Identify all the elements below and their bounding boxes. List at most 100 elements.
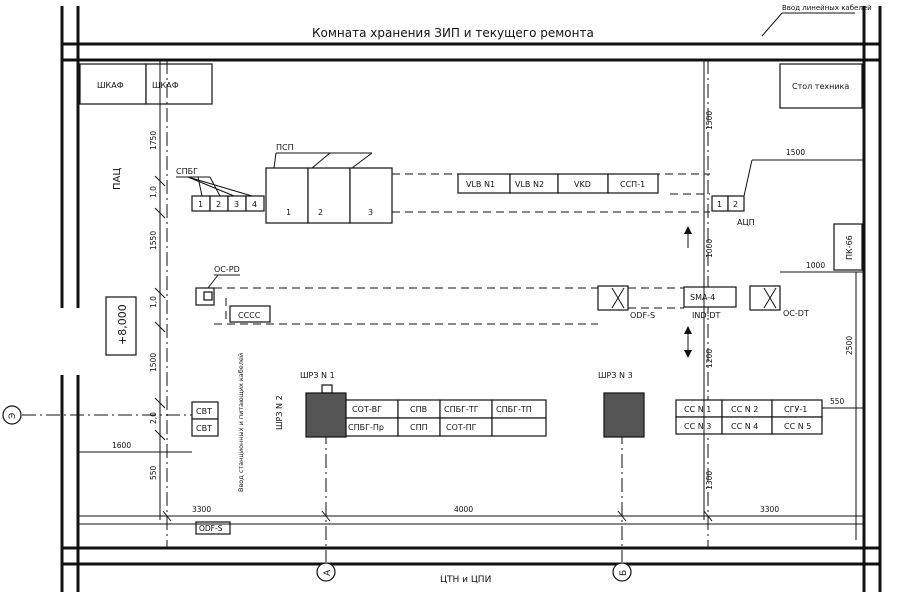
- pk-66-box: [833, 223, 863, 271]
- psp-cell-1-label: 1: [286, 208, 291, 217]
- spbg-cell-3-label: 3: [234, 200, 239, 209]
- right-cell-3-label: СГУ-1: [784, 405, 807, 414]
- spbg-cell-1-label: 1: [198, 200, 203, 209]
- psp-cell-3-label: 3: [368, 208, 373, 217]
- mid-cell-2-label: СПВ: [410, 405, 427, 414]
- row-3-equipment: СВТ СВТ ШРЗ N 1 ШРЗ N 3 СОТ-ВГ СПВ СПБГ-…: [191, 371, 823, 438]
- axis-a-label: А: [323, 569, 333, 576]
- vertical-cable-note: Ввод станционных и питающих кабелей: [237, 353, 245, 492]
- right-cell-5-label: СС N 4: [731, 422, 758, 431]
- ocpd-label: OC-PD: [214, 265, 240, 274]
- equip-ssp-1-label: ССП-1: [620, 180, 645, 189]
- dim-1000-right-h: 1000: [806, 261, 825, 270]
- dim-1200: 1200: [705, 349, 714, 368]
- mid-cell-4-label: СПБГ-ТП: [496, 405, 532, 414]
- odf-s-bottom-label: ODF-S: [199, 524, 223, 533]
- equip-vkd-label: VKD: [574, 180, 591, 189]
- dim-1-0b: 1,0: [149, 296, 158, 308]
- acp-cell-1-label: 1: [717, 200, 722, 209]
- mid-cell-8: [491, 417, 547, 437]
- mid-cell-6-label: СПП: [410, 423, 428, 432]
- spbg-cell-4-label: 4: [252, 200, 257, 209]
- svt-1-label: СВТ: [196, 407, 212, 416]
- sma-4-label: SMA-4: [690, 293, 715, 302]
- equip-ssp-1: [607, 173, 659, 194]
- cabinet-1: [79, 63, 147, 105]
- axis-e-bubble: [2, 405, 22, 425]
- psp-cell-2-label: 2: [318, 208, 323, 217]
- right-cell-6: [771, 416, 823, 435]
- dim-3300-left: 3300: [192, 505, 211, 514]
- level-box: [105, 296, 137, 356]
- right-cell-2-label: СС N 2: [731, 405, 758, 414]
- tech-table: [779, 63, 863, 109]
- dim-1600: 1600: [112, 441, 131, 450]
- dim-1300: 1300: [705, 471, 714, 490]
- axis-e-label: Э: [8, 413, 18, 419]
- dim-550-left: 550: [149, 465, 158, 480]
- shr3-label: ШРЗ N 3: [598, 371, 633, 380]
- dimensions: 1750 1,0 1 550 1,0 1500 2,0 550 1600 1500…: [78, 60, 864, 540]
- bottom-room-label: ЦТН и ЦПИ: [440, 575, 491, 585]
- equip-vlb-n2-label: VLB N2: [515, 180, 544, 189]
- cabinet-2: [145, 63, 213, 105]
- row-2-equipment: OC-PD CCCC ODF-S SMA-4 IND-DT OC-DT ПК-6…: [195, 223, 863, 325]
- shr1-label: ШРЗ N 1: [300, 371, 335, 380]
- svt-2-label: СВТ: [196, 424, 212, 433]
- dim-1500-right-h: 1500: [786, 148, 805, 157]
- spbg-label: СПБГ: [176, 167, 198, 176]
- oc-dt-label: OC-DT: [783, 309, 809, 318]
- pk-66-label: ПК-66: [845, 235, 854, 260]
- building-walls: [60, 6, 882, 592]
- dim-1500-left: 1500: [149, 353, 158, 372]
- cabinet-2-label: ШКАФ: [152, 81, 179, 90]
- shr3-hatched: [603, 392, 645, 438]
- mid-cell-7-label: СОТ-ПГ: [446, 423, 477, 432]
- mid-cell-5-label: СПБГ-Пр: [348, 423, 384, 432]
- sma-4-box: [683, 286, 737, 308]
- dim-3300-right: 3300: [760, 505, 779, 514]
- level-label: +8,000: [116, 304, 129, 345]
- psp-cell-1: [265, 167, 309, 224]
- psp-cell-3: [349, 167, 393, 224]
- axis-b-label: Б: [619, 570, 629, 576]
- tech-table-label: Стол техника: [792, 82, 849, 91]
- spbg-cell-2-label: 2: [216, 200, 221, 209]
- cabinet-1-label: ШКАФ: [97, 81, 124, 90]
- mid-cell-3-label: СПБГ-ТГ: [444, 405, 479, 414]
- cccc-label: CCCC: [238, 311, 261, 320]
- pac-label: ПАЦ: [112, 168, 123, 190]
- acp-cell-2-label: 2: [733, 200, 738, 209]
- right-cell-1-label: СС N 1: [684, 405, 711, 414]
- acp-label: АЦП: [737, 218, 755, 227]
- psp-cell-2: [307, 167, 351, 224]
- axis-a-bubble: [316, 562, 336, 582]
- dim-1750: 1750: [149, 131, 158, 150]
- odf-s-bottom-box: [195, 521, 231, 535]
- cable-entry-top-label: Ввод линейных кабелей: [782, 4, 872, 12]
- vertical-shr2-label: ШРЗ N 2: [275, 395, 284, 430]
- axis-b-bubble: [612, 562, 632, 582]
- odf-s-label: ODF-S: [630, 311, 655, 320]
- dim-1-0a: 1,0: [149, 186, 158, 198]
- shr1-hatched: [305, 392, 347, 438]
- ind-dt-label: IND-DT: [692, 311, 721, 320]
- dim-2500: 2500: [845, 336, 854, 355]
- mid-cell-1-label: СОТ-ВГ: [352, 405, 382, 414]
- svt-2: [191, 418, 219, 437]
- row-1-equipment: СПБГ 1 2 3 4 ПСП 1 2 3 VLB N1 VLB N2 VKD: [176, 143, 864, 227]
- spbg-cell-4: [245, 195, 265, 212]
- flow-arrows: [684, 226, 692, 358]
- dim-550-right: 550: [830, 397, 845, 406]
- psp-label: ПСП: [276, 143, 294, 152]
- right-cell-4-label: СС N 3: [684, 422, 711, 431]
- cccc-box: [229, 305, 271, 323]
- right-cell-6-label: СС N 5: [784, 422, 811, 431]
- dim-2-0: 2,0: [149, 412, 158, 424]
- dim-1500-right-v: 1500: [705, 111, 714, 130]
- room-title: Комната хранения ЗИП и текущего ремонта: [312, 26, 594, 40]
- equip-vlb-n1-label: VLB N1: [466, 180, 495, 189]
- acp-cell-2: [727, 195, 745, 212]
- dim-1000-right-v: 1000: [705, 239, 714, 258]
